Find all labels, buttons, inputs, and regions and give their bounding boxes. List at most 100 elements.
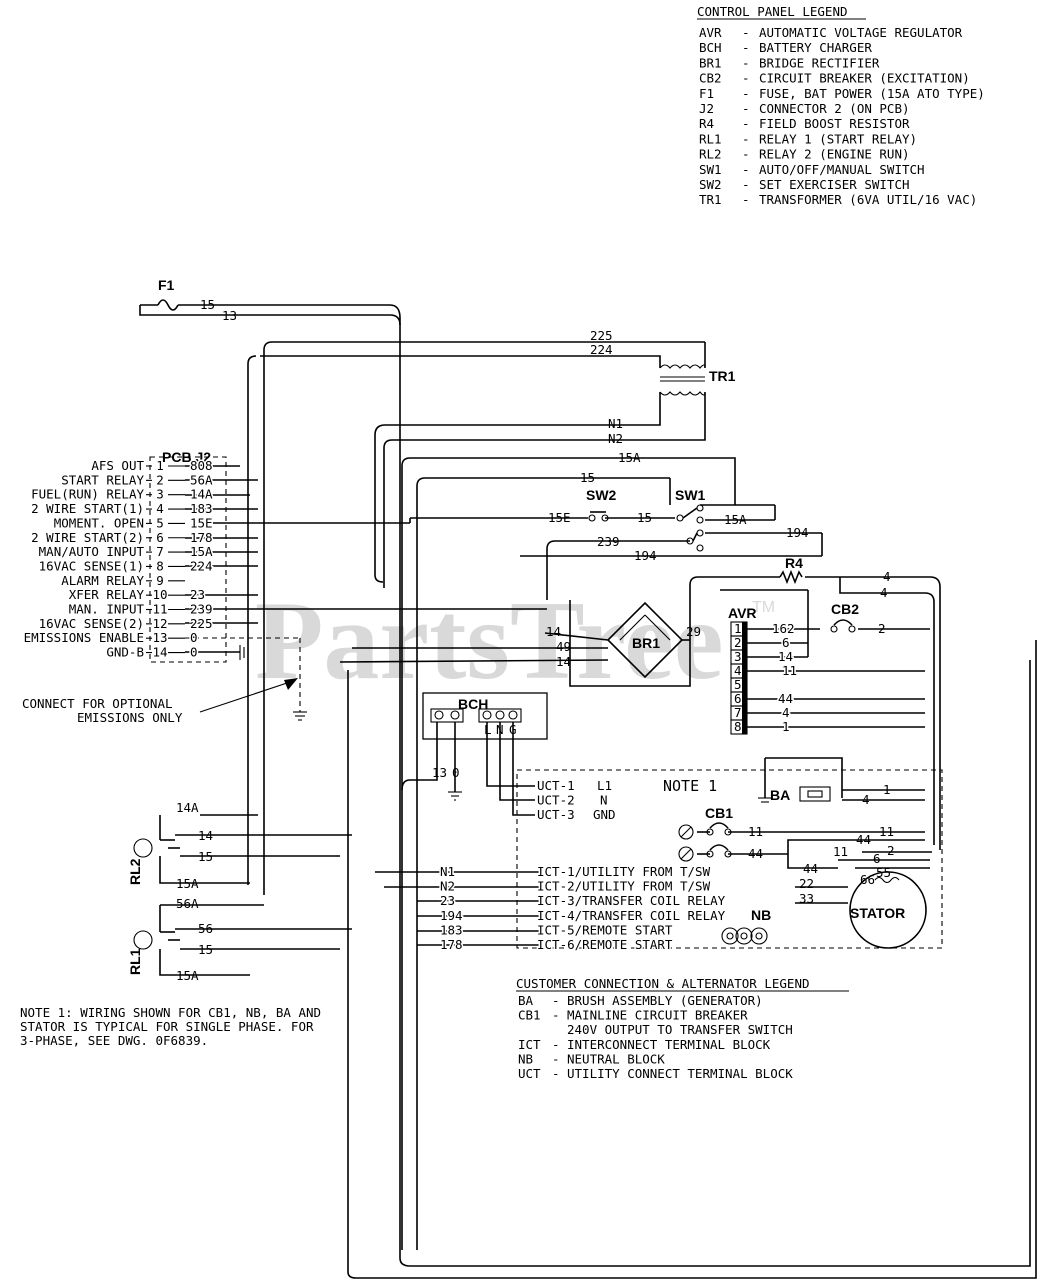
svg-text:13: 13	[432, 765, 447, 780]
ict-wire: 183	[440, 922, 463, 937]
legend-desc: AUTOMATIC VOLTAGE REGULATOR	[759, 25, 963, 40]
pcb-pin-wire: 15A	[190, 544, 213, 559]
resistor-r4: R4 4 4	[779, 555, 891, 600]
svg-text:14: 14	[198, 828, 213, 843]
legend-dash: -	[742, 147, 750, 162]
avr-pin: 1	[734, 621, 742, 636]
switches: 15A 15 SW2 SW1 15E 15 15A 194 239 194	[548, 450, 809, 563]
svg-text:225: 225	[590, 328, 613, 343]
watermark: PartsTree	[255, 579, 724, 703]
r4-label: R4	[785, 555, 803, 571]
legend-code: AVR	[699, 25, 722, 40]
svg-text:11: 11	[879, 824, 894, 839]
pcb-pin-number: 2	[156, 472, 164, 487]
customer-legend-title: CUSTOMER CONNECTION & ALTERNATOR LEGEND	[516, 976, 810, 991]
svg-text:15: 15	[580, 470, 595, 485]
svg-text:29: 29	[686, 624, 701, 639]
neutral-block-nb: NB	[721, 907, 771, 945]
svg-text:15: 15	[200, 297, 215, 312]
pcb-pin-name: XFER RELAY	[69, 587, 145, 602]
svg-text:44: 44	[856, 832, 871, 847]
cust-legend-code: BA	[518, 993, 534, 1008]
pcb-pin-number: 5	[156, 515, 164, 530]
ict-terminal: ICT-5/REMOTE START	[537, 922, 673, 937]
watermark-tm: TM	[752, 599, 775, 616]
pcb-pin-name: MAN. INPUT	[69, 602, 145, 617]
pcb-pin-number: 12	[152, 616, 167, 631]
cust-legend-desc: INTERCONNECT TERMINAL BLOCK	[567, 1037, 771, 1052]
svg-text:14: 14	[546, 624, 561, 639]
svg-text:22: 22	[799, 876, 814, 891]
rl2-label: RL2	[127, 858, 143, 885]
pcb-pin-name: 16VAC SENSE(2)	[39, 616, 144, 631]
avr-wire: 162	[772, 621, 795, 636]
pcb-pin-number: 3	[156, 487, 164, 502]
avr-wire: 6	[782, 635, 790, 650]
cust-legend-desc: MAINLINE CIRCUIT BREAKER	[567, 1008, 748, 1023]
legend-desc: FUSE, BAT POWER (15A ATO TYPE)	[759, 86, 985, 101]
avr-wire: 4	[782, 705, 790, 720]
avr-pin: 5	[734, 677, 742, 692]
svg-text:NOTE 1: WIRING SHOWN FOR CB1,: NOTE 1: WIRING SHOWN FOR CB1, NB, BA AND	[20, 1005, 321, 1020]
svg-text:15A: 15A	[176, 876, 199, 891]
svg-text:15E: 15E	[548, 510, 571, 525]
ict-terminal: ICT-2/UTILITY FROM T/SW	[537, 879, 711, 894]
legend-dash: -	[742, 86, 750, 101]
svg-text:6: 6	[873, 851, 881, 866]
cust-legend-code: CB1	[518, 1008, 541, 1023]
nb-label: NB	[751, 907, 771, 923]
legend-code: SW2	[699, 177, 722, 192]
svg-text:3-PHASE, SEE DWG. 0F6839.: 3-PHASE, SEE DWG. 0F6839.	[20, 1033, 208, 1048]
pcb-pin-number: 11	[152, 602, 167, 617]
svg-text:224: 224	[590, 342, 613, 357]
cust-legend-dash: -	[552, 993, 560, 1008]
ict-wire: N2	[440, 879, 455, 894]
ict-terminal: ICT-1/UTILITY FROM T/SW	[537, 864, 711, 879]
pcb-pin-wire: 239	[190, 602, 213, 617]
svg-text:15: 15	[198, 942, 213, 957]
uct-suffix: GND	[593, 807, 616, 822]
pcb-pin-wire: 0	[190, 645, 198, 660]
avr-wire: 44	[778, 691, 793, 706]
br1-label: BR1	[632, 635, 660, 651]
svg-text:2: 2	[878, 621, 886, 636]
pcb-pin-name: GND-B	[106, 645, 144, 660]
breaker-cb1: CB1 11 44	[678, 805, 763, 862]
pcb-pin-wire: 14A	[190, 487, 213, 502]
svg-text:4: 4	[880, 585, 888, 600]
cust-legend-desc: UTILITY CONNECT TERMINAL BLOCK	[567, 1066, 793, 1081]
cust-legend-code: UCT	[518, 1066, 541, 1081]
svg-text:194: 194	[786, 525, 809, 540]
uct-terminal: UCT-1	[537, 778, 575, 793]
svg-text:G: G	[509, 722, 517, 737]
ict-wire: 194	[440, 908, 463, 923]
legend-code: RL2	[699, 147, 722, 162]
svg-text:STATOR IS TYPICAL FOR SINGLE P: STATOR IS TYPICAL FOR SINGLE PHASE. FOR	[20, 1019, 314, 1034]
pcb-pin-name: AFS OUT	[91, 458, 144, 473]
svg-text:N2: N2	[608, 431, 623, 446]
stator-label: STATOR	[850, 905, 905, 921]
f1-label: F1	[158, 277, 175, 293]
avr-pin: 2	[734, 635, 742, 650]
ict-wire: 23	[440, 893, 455, 908]
uct-terminal: UCT-2	[537, 793, 575, 808]
pcb-pin-wire: 183	[190, 501, 213, 516]
legend-dash: -	[742, 131, 750, 146]
emissions-annotation: CONNECT FOR OPTIONAL EMISSIONS ONLY	[22, 678, 298, 725]
legend-desc: TRANSFORMER (6VA UTIL/16 VAC)	[759, 192, 977, 207]
svg-text:15: 15	[198, 849, 213, 864]
pcb-pin-number: 7	[156, 544, 164, 559]
pcb-pin-wire: 225	[190, 616, 213, 631]
svg-text:0: 0	[452, 765, 460, 780]
ict-terminal: ICT-3/TRANSFER COIL RELAY	[537, 893, 726, 908]
cb1-label: CB1	[705, 805, 733, 821]
pcb-pin-wire: 224	[190, 558, 213, 573]
cust-legend-dash: -	[552, 1051, 560, 1066]
bch-label: BCH	[458, 696, 488, 712]
pcb-pin-name: ALARM RELAY	[61, 573, 144, 588]
legend-dash: -	[742, 101, 750, 116]
svg-text:55: 55	[876, 865, 891, 880]
relay-rl1: RL1 56A 56 15 15A	[127, 896, 213, 983]
svg-text:CONNECT FOR OPTIONAL: CONNECT FOR OPTIONAL	[22, 696, 173, 711]
